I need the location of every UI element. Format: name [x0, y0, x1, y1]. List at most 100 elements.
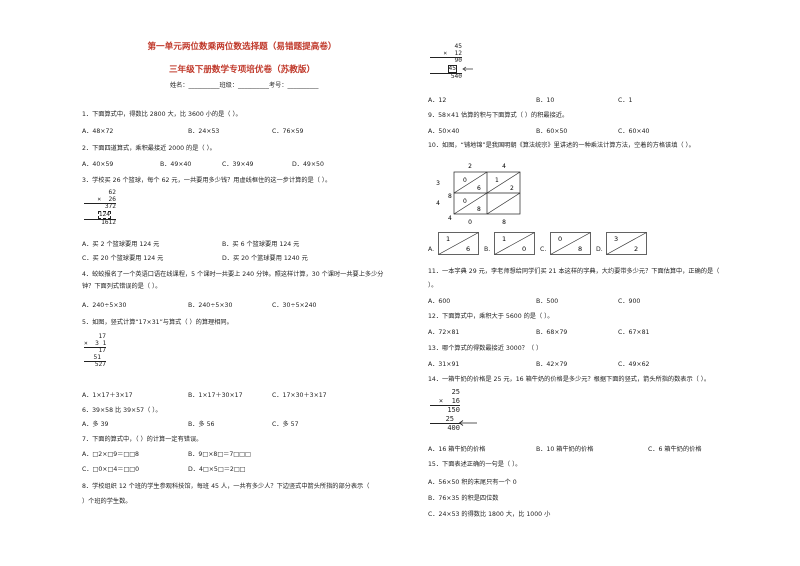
- question-11-line2: ）。: [428, 282, 438, 289]
- q4-option-b: B．240÷5×30: [188, 302, 233, 309]
- q12-option-c: C．67×81: [618, 329, 650, 336]
- q5-option-a: A．1×17＋3×17: [82, 392, 133, 399]
- q2-option-a: A．40×59: [82, 161, 114, 168]
- grid-cell-2a: 1: [495, 177, 499, 184]
- q10-option-digit-bottom: 6: [466, 245, 470, 253]
- q8-arrow-target-box: 45: [447, 64, 457, 74]
- question-1: 1．下面算式中，得数比 2800 大，比 3600 小的是（ ）。: [82, 111, 242, 118]
- grid-cell-1b: 6: [477, 185, 481, 192]
- q7-option-b: B．9□×8□＝7□□□: [188, 451, 251, 458]
- question-14: 14．一箱牛奶的价格是 25 元，16 箱牛奶的价格是多少元？根据下面的竖式，箭…: [428, 376, 711, 383]
- grid-diag-digit-1: 8: [448, 193, 452, 200]
- grid-top-digit-1: 2: [468, 163, 472, 170]
- q10-option-digit-top: 1: [446, 235, 450, 243]
- q14-option-c: C．6 箱牛奶的价格: [648, 446, 702, 453]
- q3-option-a: A．买 2 个篮球要用 124 元: [82, 241, 160, 248]
- grid-cell-1a: 0: [463, 177, 467, 184]
- q13-option-b: B．42×79: [536, 361, 568, 368]
- q11-option-c: C．900: [618, 298, 641, 305]
- page-title: 第一单元两位数乘两位数选择题（易错题提高卷）: [147, 42, 337, 52]
- question-15: 15．下面表述正确的一句是（ ）。: [428, 461, 522, 468]
- q15-option-c: C．24×53 的得数比 1800 大，比 1000 小: [428, 511, 551, 518]
- q4-option-c: C．30÷5×240: [272, 302, 317, 309]
- q8-option-b: B．10: [536, 97, 555, 104]
- q10-option-cell: 32: [606, 232, 647, 255]
- question-12: 12．下面算式中，乘积大于 5600 的是（ ）。: [428, 313, 554, 320]
- q2-option-b: B．49×40: [160, 161, 192, 168]
- q1-option-a: A．48×72: [82, 128, 114, 135]
- q14-option-b: B．10 箱牛奶的价格: [536, 446, 594, 453]
- q2-option-c: C．39×49: [222, 161, 254, 168]
- q7-option-d: D．4□×5□＝2□□: [188, 466, 246, 473]
- grid-top-digit-2: 4: [502, 163, 506, 170]
- question-2: 2．下面四道算式，乘积最接近 2000 的是（ ）。: [82, 145, 216, 152]
- q3-option-b: B．买 6 个篮球要用 124 元: [222, 241, 300, 248]
- q8-arrow-icon: [462, 66, 473, 72]
- grid-left-digit-2: 4: [436, 200, 440, 207]
- grid-diag-digit-2: 4: [448, 215, 452, 222]
- q9-option-a: A．50×40: [428, 128, 460, 135]
- q6-option-a: A．多 39: [82, 421, 109, 428]
- q5-option-c: C．17×30＋3×17: [272, 392, 327, 399]
- q14-vertical-calculation: 25 × 16 150 25 400: [430, 388, 460, 433]
- q1-option-c: C．76×59: [272, 128, 304, 135]
- q10-option-digit-bottom: 2: [634, 245, 638, 253]
- grid-left-digit-1: 3: [436, 180, 440, 187]
- q8-option-c: C．1: [618, 97, 633, 104]
- q10-option-label: A.: [428, 246, 435, 253]
- q15-option-a: A．56×50 积的末尾只有一个 0: [428, 479, 517, 486]
- q8-vertical-calculation: 45 × 12 90 45 540: [430, 43, 462, 81]
- q10-option-label: B.: [484, 246, 491, 253]
- q10-option-digit-bottom: 0: [522, 245, 526, 253]
- q5-vertical-calculation: 17 × 3 1 17 51 527: [84, 333, 107, 369]
- question-6: 6．39×58 比 39×57（ ）。: [82, 407, 162, 414]
- q10-option-digit-top: 3: [614, 235, 618, 243]
- q10-option-cell: 16: [438, 232, 479, 255]
- q15-option-b: B．76×35 的积是四位数: [428, 495, 499, 502]
- q3-option-d: D．买 20 个篮球要用 1240 元: [222, 255, 308, 262]
- q9-option-b: B．60×50: [536, 128, 568, 135]
- question-9: 9．58×41 估算的积与下面算式（ ）的积最接近。: [428, 112, 569, 119]
- q10-option-digit-bottom: 8: [578, 245, 582, 253]
- q8-option-a: A．12: [428, 97, 447, 104]
- q3-dashed-box: 124: [97, 210, 111, 220]
- question-7: 7．下面的算式中，（ ）的计算一定有错误。: [82, 436, 203, 443]
- grid-cell-3a: 0: [463, 198, 467, 205]
- question-11-line1: 11．一本字典 29 元，李老师想给同学们买 21 本这样的字典，大约要带多少元…: [428, 268, 720, 275]
- grid-cell-3b: 8: [477, 206, 481, 213]
- q10-lattice-grid: 2 4 3 4 0 6 1 2 0 8 8 4 0 8: [436, 163, 521, 226]
- q12-option-a: A．72×81: [428, 329, 460, 336]
- q6-option-b: B．多 56: [188, 421, 215, 428]
- question-8-line2: ）个班的学生数。: [82, 498, 132, 505]
- q11-option-a: A．600: [428, 298, 451, 305]
- q10-option-cell: 10: [494, 232, 535, 255]
- q3-option-c: C．买 20 个篮球要用 124 元: [82, 255, 164, 262]
- q11-option-b: B．500: [536, 298, 559, 305]
- page-subtitle: 三年级下册数学专项培优卷（苏教版）: [168, 65, 316, 75]
- q1-option-b: B．24×53: [188, 128, 220, 135]
- q10-option-label: D.: [596, 246, 603, 253]
- question-8-line1: 8．学校组织 12 个班的学生参观科技馆，每班 45 人，一共有多少人？下边竖式…: [82, 483, 370, 490]
- q2-option-d: D．49×50: [292, 161, 324, 168]
- q3-vertical-calculation: 62 × 26 372 124 1612: [84, 189, 116, 227]
- q5-option-b: B．1×17＋30×17: [188, 392, 243, 399]
- q4-option-a: A．240÷5×30: [82, 302, 127, 309]
- question-4-line1: 4．蛟蛟报名了一个英语口语在线课程，5 个课时一共要上 240 分钟。照这样计算…: [82, 271, 384, 278]
- grid-bottom-digit-2: 8: [502, 219, 506, 226]
- q14-arrow-icon: [458, 420, 477, 426]
- student-info-line: 姓名：__________班级：__________考号：__________: [170, 82, 319, 89]
- q10-option-digit-top: 0: [558, 235, 562, 243]
- q12-option-b: B．68×79: [536, 329, 568, 336]
- q10-option-label: C.: [540, 246, 547, 253]
- q7-option-a: A．□2×□9＝□□8: [82, 451, 139, 458]
- q14-option-a: A．16 箱牛奶的价格: [428, 446, 486, 453]
- q13-option-c: C．49×62: [618, 361, 650, 368]
- q7-option-c: C．□0×□4＝□□0: [82, 466, 140, 473]
- question-5: 5．如图，竖式计算“17×31”与算式（ ）的算理相同。: [82, 319, 233, 326]
- question-13: 13．哪个算式的得数最接近 3000？（ ）: [428, 345, 543, 352]
- grid-bottom-digit-1: 0: [468, 219, 472, 226]
